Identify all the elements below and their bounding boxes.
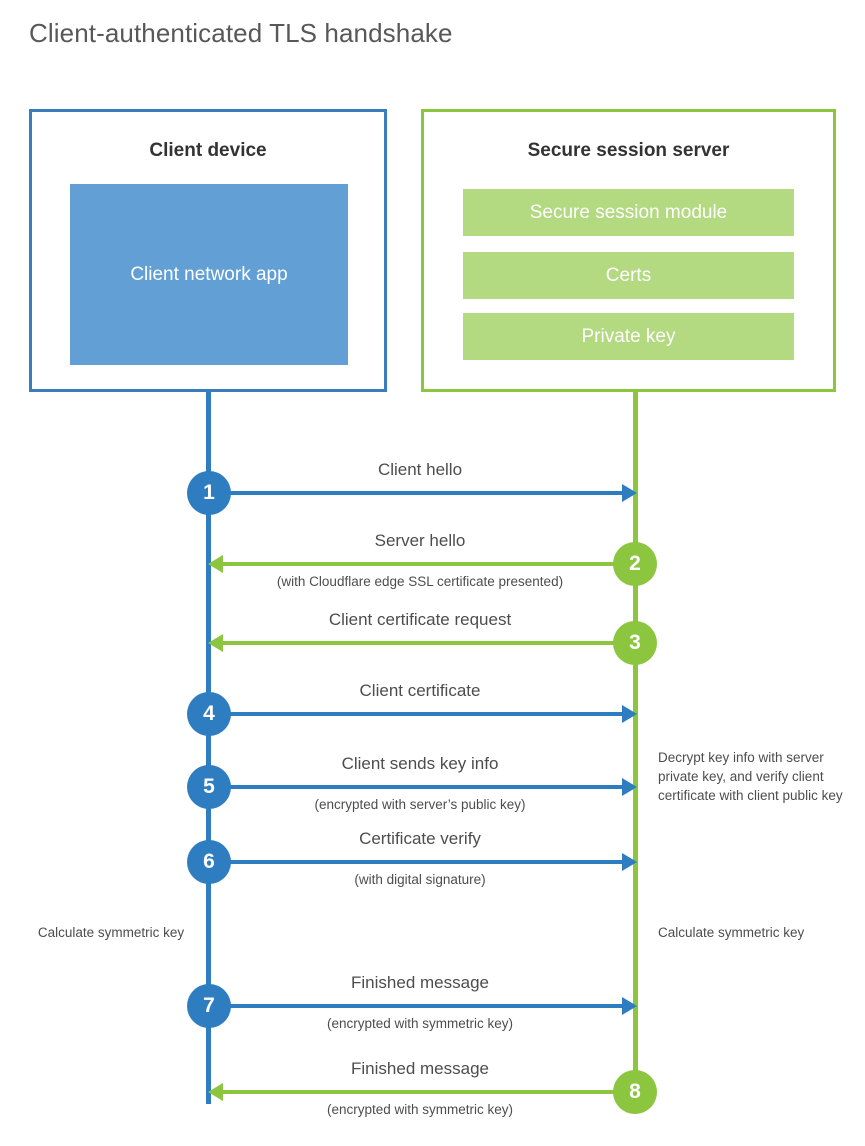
- arrow-head-icon-step-8: [208, 1083, 223, 1101]
- arrow-head-icon-step-1: [622, 484, 637, 502]
- arrow-line-step-2: [222, 562, 634, 566]
- note-decrypt-key-info: Decrypt key info with server private key…: [658, 750, 843, 804]
- message-sublabel-step-8: (encrypted with symmetric key): [326, 1102, 514, 1117]
- arrow-line-step-4: [209, 712, 625, 716]
- arrow-line-step-7: [209, 1004, 625, 1008]
- client-lifeline: [206, 392, 211, 1104]
- message-label-step-7: Finished message: [351, 973, 489, 992]
- server-lifeline: [633, 392, 638, 1092]
- arrow-line-step-6: [209, 860, 625, 864]
- client-device-title: Client device: [149, 140, 267, 161]
- arrow-head-icon-step-7: [622, 997, 637, 1015]
- message-sublabel-step-2: (with Cloudflare edge SSL certificate pr…: [276, 574, 564, 589]
- arrow-head-icon-step-6: [622, 853, 637, 871]
- arrow-line-step-3: [222, 641, 634, 645]
- arrow-line-step-8: [222, 1090, 634, 1094]
- arrow-head-icon-step-3: [208, 634, 223, 652]
- client-device-box: Client device Client network app: [29, 109, 387, 392]
- message-label-step-5: Client sends key info: [341, 754, 499, 773]
- arrow-head-icon-step-2: [208, 555, 223, 573]
- note-calculate-symmetric-key-server: Calculate symmetric key: [658, 925, 805, 940]
- note-calculate-symmetric-key-client: Calculate symmetric key: [37, 925, 185, 940]
- message-label-step-3: Client certificate request: [328, 610, 512, 629]
- secure-session-server-box: Secure session server Secure session mod…: [421, 109, 836, 392]
- arrow-head-icon-step-4: [622, 705, 637, 723]
- step-badge-1: 1: [187, 471, 231, 515]
- step-badge-2: 2: [613, 542, 657, 586]
- step-badge-3: 3: [613, 621, 657, 665]
- message-label-step-8: Finished message: [351, 1059, 489, 1078]
- arrow-line-step-5: [209, 785, 625, 789]
- step-badge-6: 6: [187, 840, 231, 884]
- step-badge-7: 7: [187, 984, 231, 1028]
- step-badge-4: 4: [187, 692, 231, 736]
- message-label-step-2: Server hello: [374, 531, 466, 550]
- message-sublabel-step-7: (encrypted with symmetric key): [326, 1016, 514, 1031]
- step-badge-5: 5: [187, 765, 231, 809]
- message-sublabel-step-6: (with digital signature): [354, 872, 486, 887]
- step-badge-8: 8: [613, 1070, 657, 1114]
- arrow-head-icon-step-5: [622, 778, 637, 796]
- message-sublabel-step-5: (encrypted with server’s public key): [314, 797, 526, 812]
- server-component-secure-session-module: Secure session module: [463, 189, 794, 236]
- arrow-line-step-1: [209, 491, 625, 495]
- secure-session-server-title: Secure session server: [527, 140, 730, 161]
- message-label-step-1: Client hello: [377, 460, 463, 479]
- client-network-app-block: Client network app: [70, 184, 348, 365]
- message-label-step-4: Client certificate: [359, 681, 481, 700]
- message-label-step-6: Certificate verify: [359, 829, 481, 848]
- page-title: Client-authenticated TLS handshake: [29, 18, 453, 48]
- server-component-private-key: Private key: [463, 313, 794, 360]
- server-component-certs: Certs: [463, 252, 794, 299]
